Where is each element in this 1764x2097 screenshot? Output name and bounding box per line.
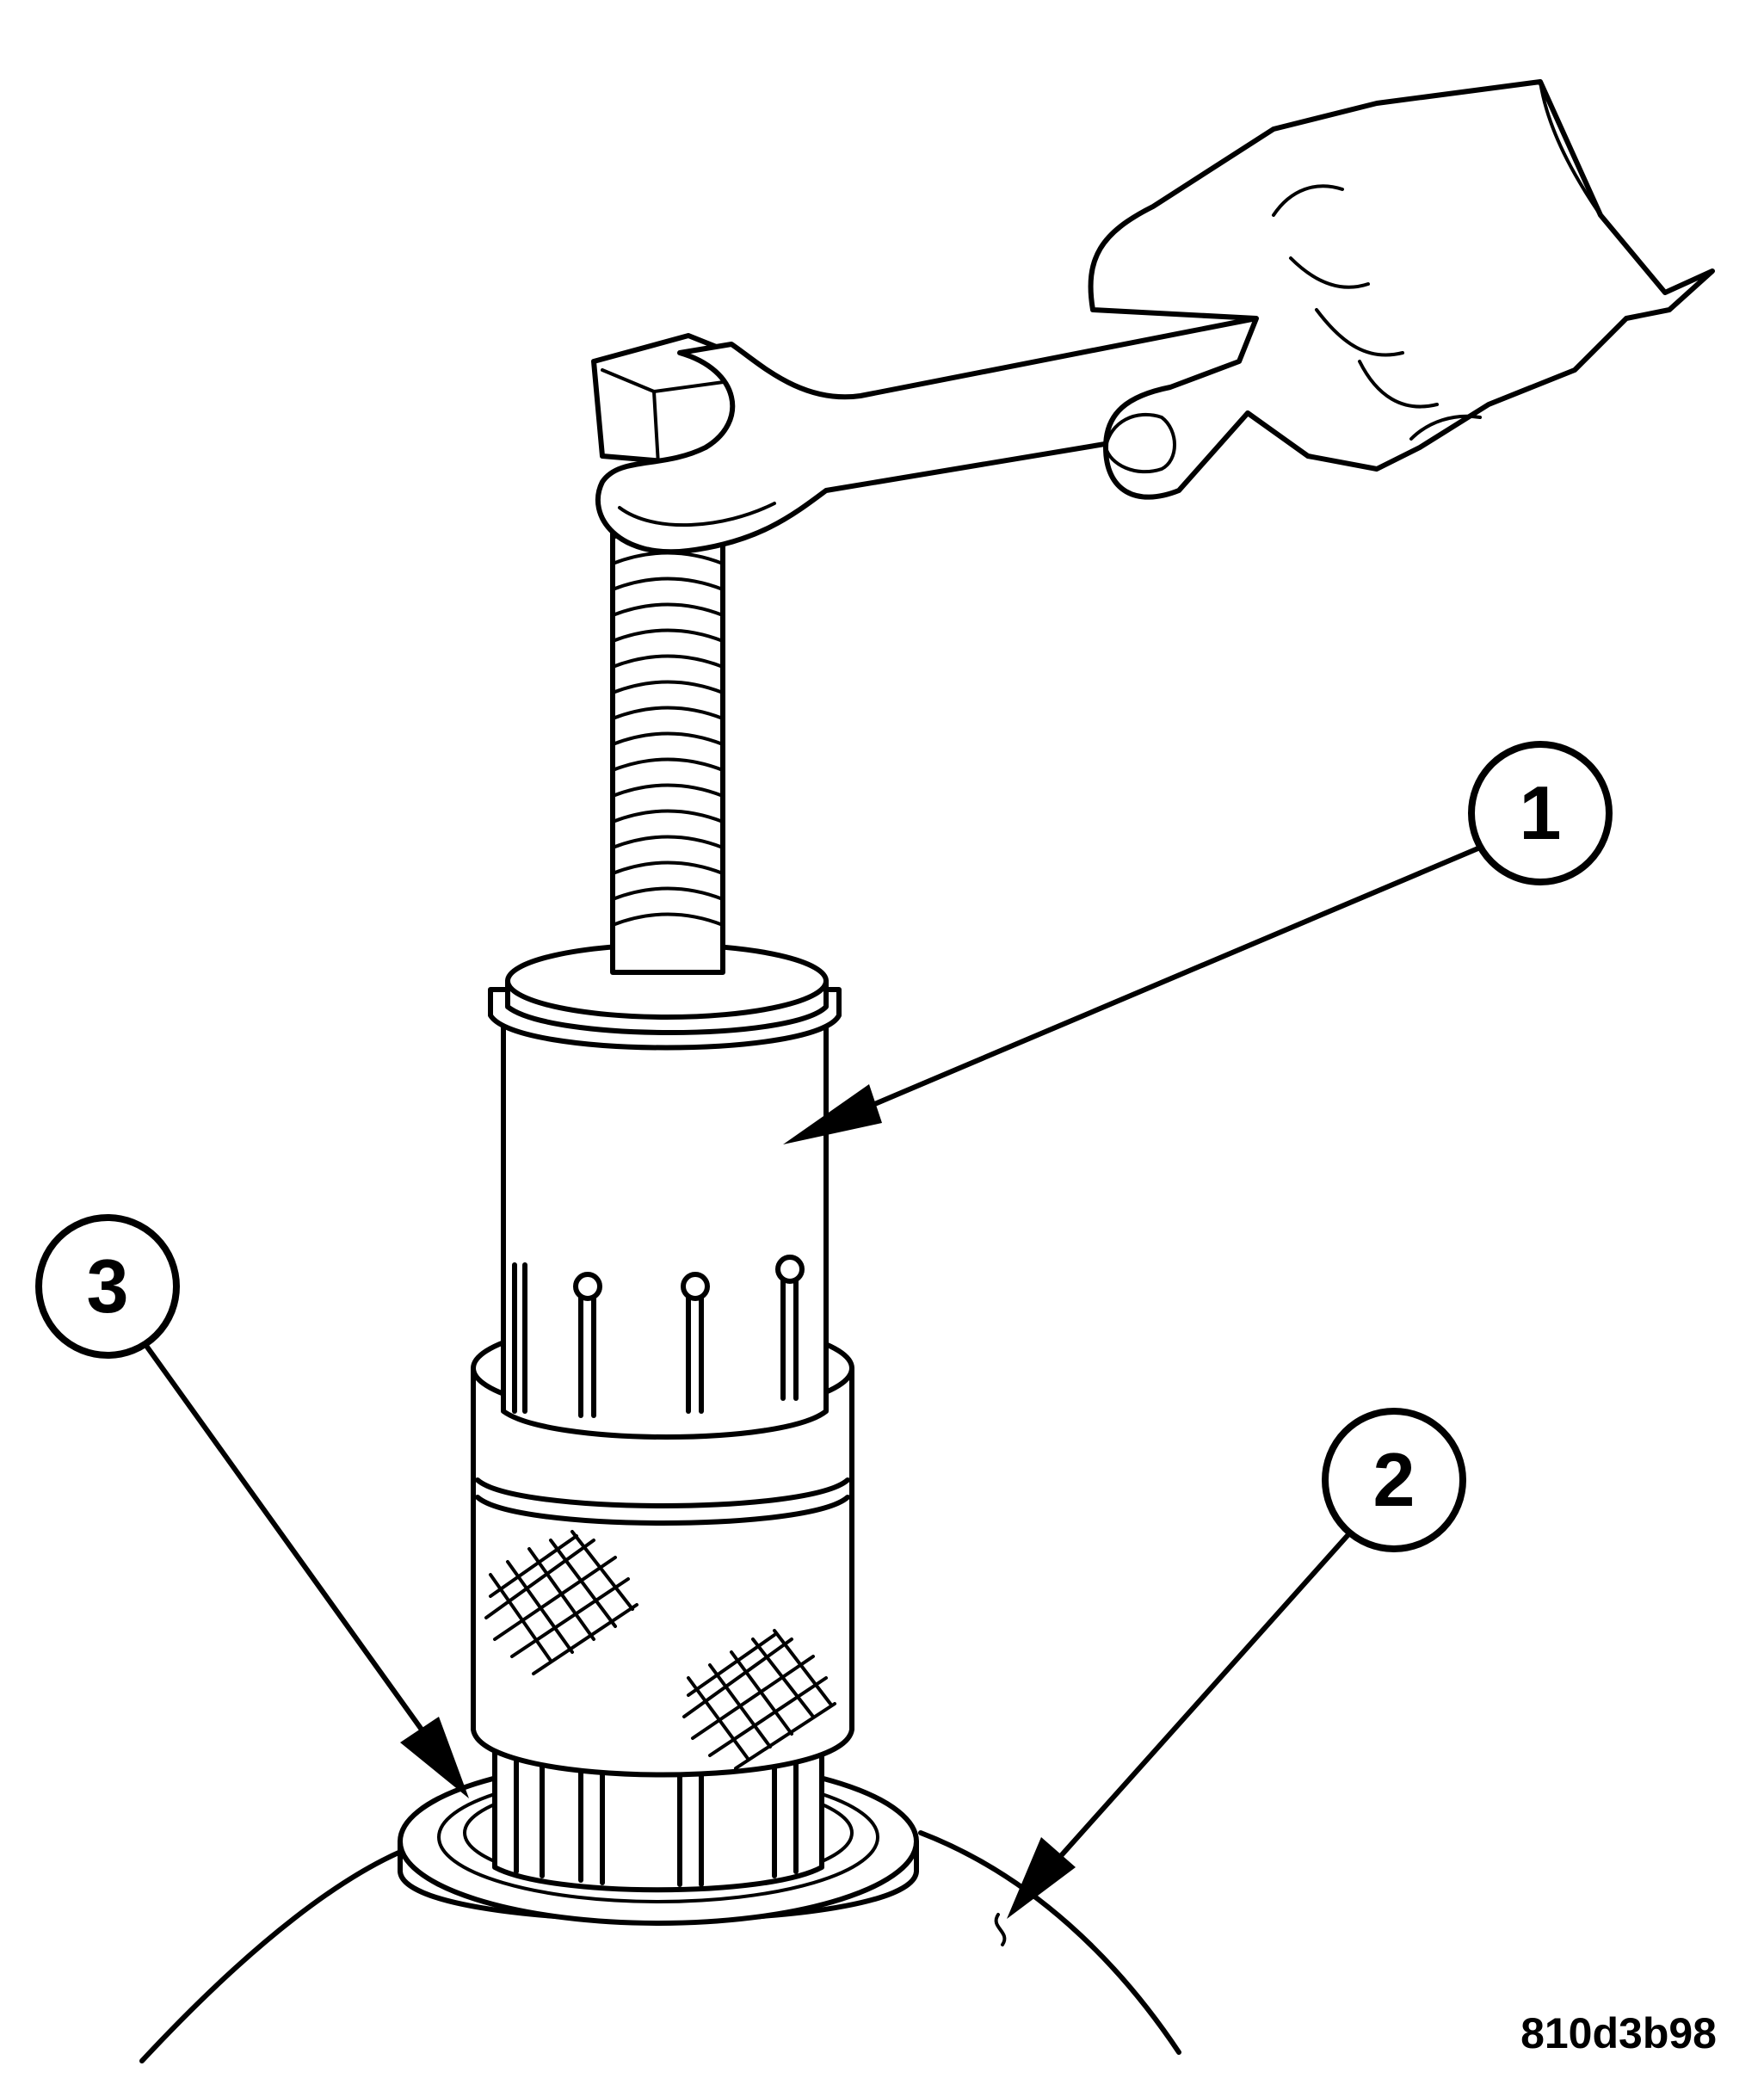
callout-3: 3 (35, 1214, 180, 1359)
svg-text:1: 1 (1520, 770, 1562, 855)
collet-fingers-lower (492, 1736, 824, 1893)
leader-arrow-1 (783, 845, 1483, 1144)
svg-text:2: 2 (1373, 1437, 1416, 1522)
callout-2: 2 (1322, 1408, 1466, 1552)
hand (1088, 79, 1715, 500)
knurl-pattern-right (682, 1629, 836, 1770)
wrench (595, 316, 1259, 555)
collet-slots (512, 1255, 805, 1418)
figure-code: 810d3b98 (1520, 2009, 1717, 2057)
knurl-pattern-left (484, 1530, 638, 1675)
leader-arrow-3 (135, 1331, 469, 1798)
svg-text:3: 3 (87, 1243, 129, 1329)
callout-1: 1 (1468, 741, 1613, 885)
leader-arrow-2 (994, 1529, 1354, 1946)
remover-body (488, 942, 842, 1440)
hub-surface (139, 1830, 1181, 2063)
